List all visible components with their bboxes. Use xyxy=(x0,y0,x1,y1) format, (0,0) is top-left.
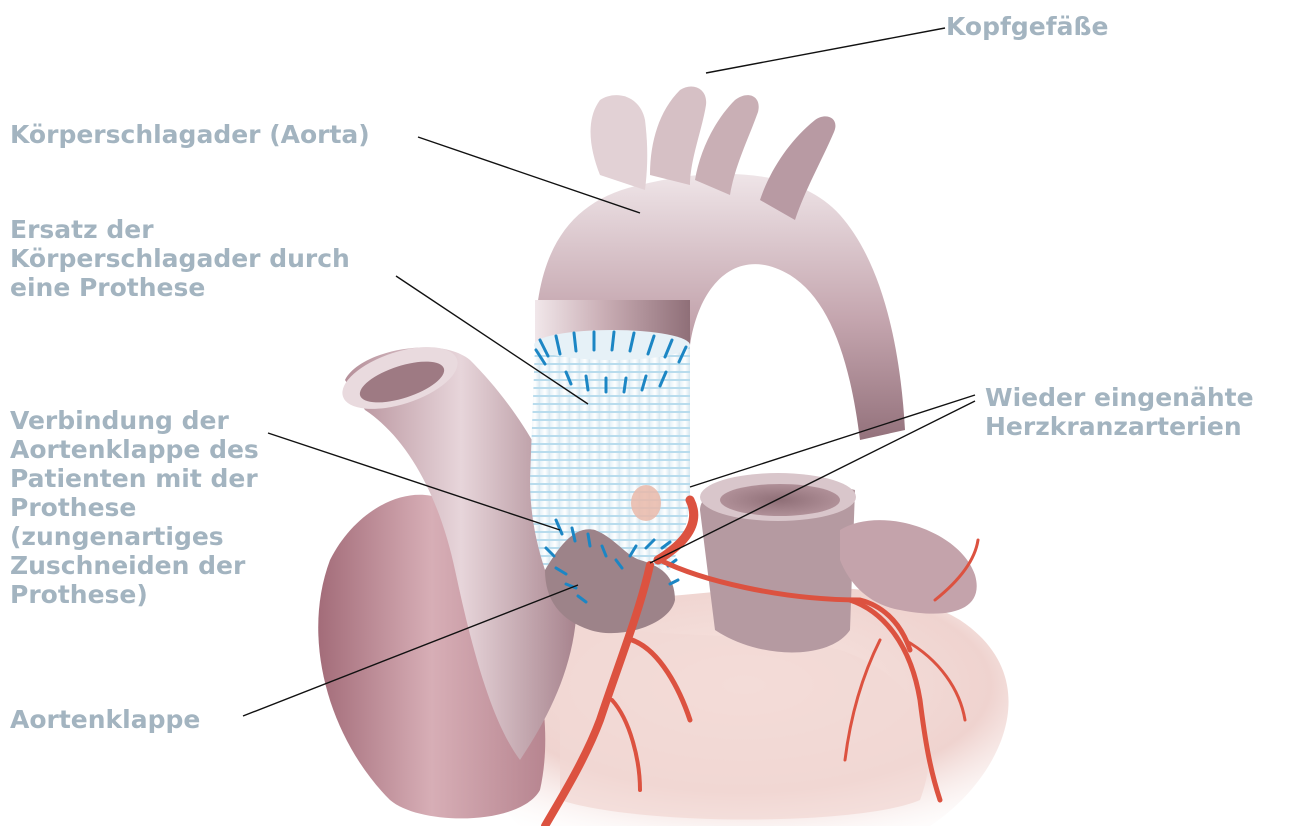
label-line: Zuschneiden der xyxy=(10,551,259,580)
label-aortenklappe: Aortenklappe xyxy=(10,705,200,734)
label-line: Aortenklappe xyxy=(10,705,200,734)
label-line: Aortenklappe des xyxy=(10,435,259,464)
label-line: Wieder eingenähte xyxy=(985,383,1254,412)
leader-kopfgefaesse xyxy=(706,28,945,73)
label-line: Prothese xyxy=(10,493,259,522)
label-line: eine Prothese xyxy=(10,273,350,302)
aortic-prosthesis xyxy=(530,330,690,570)
label-kopfgefaesse: Kopfgefäße xyxy=(946,12,1108,41)
label-line: Körperschlagader (Aorta) xyxy=(10,120,370,149)
label-line: Prothese) xyxy=(10,580,259,609)
label-prosthesis-replacement: Ersatz der Körperschlagader durch eine P… xyxy=(10,215,350,302)
label-line: Ersatz der xyxy=(10,215,350,244)
label-line: Patienten mit der xyxy=(10,464,259,493)
label-line: (zungenartiges xyxy=(10,522,259,551)
label-line: Körperschlagader durch xyxy=(10,244,350,273)
label-aorta: Körperschlagader (Aorta) xyxy=(10,120,370,149)
label-line: Herzkranzarterien xyxy=(985,412,1254,441)
label-line: Verbindung der xyxy=(10,406,259,435)
label-reimplanted-coronaries: Wieder eingenähte Herzkranzarterien xyxy=(985,383,1254,441)
label-valve-prosthesis-connection: Verbindung der Aortenklappe des Patiente… xyxy=(10,406,259,609)
leader-wieder-1 xyxy=(690,395,975,487)
label-line: Kopfgefäße xyxy=(946,12,1108,41)
